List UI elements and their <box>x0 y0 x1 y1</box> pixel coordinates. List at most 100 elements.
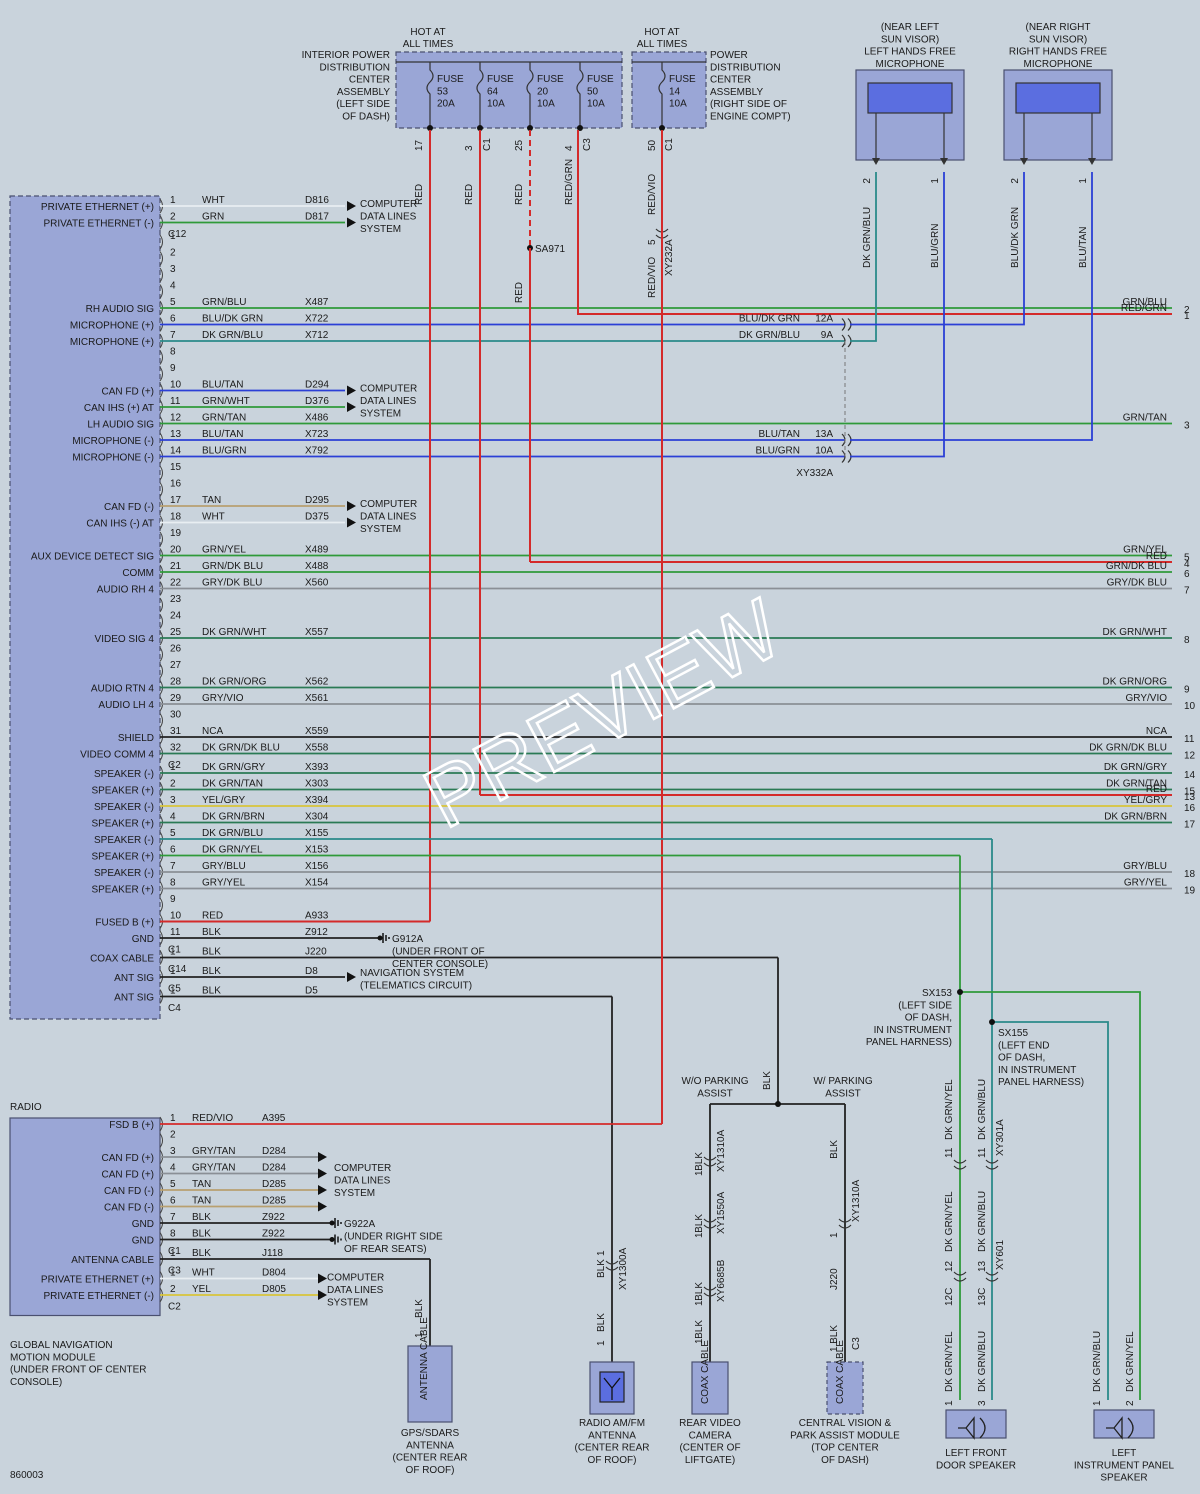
pin-number: 10 <box>170 911 182 922</box>
gnmm-name: MOTION MODULE <box>10 1352 96 1363</box>
fuse-pin: 4 <box>564 145 575 151</box>
wire-color-label: DK GRN/BRN <box>202 812 265 823</box>
gps-antenna-name: OF ROOF) <box>406 1465 455 1476</box>
mic_left-title: LEFT HANDS FREE <box>864 47 956 58</box>
central-vision-name: CENTRAL VISION & <box>799 1418 892 1429</box>
computer-data-lines-label: DATA LINES <box>360 212 417 223</box>
pin-number: 9 <box>170 363 176 374</box>
antenna-icon <box>603 1377 621 1400</box>
pin-bracket <box>159 366 163 382</box>
radio-pin-function: AUDIO RH 4 <box>97 585 155 596</box>
inline-connector-label: XY332A <box>796 468 833 479</box>
wire-color-label: GRN/DK BLU <box>202 561 263 572</box>
fuse-pin: 50 <box>647 139 658 151</box>
pin-number: 4 <box>170 1163 176 1174</box>
pin-arrow-icon <box>1020 158 1028 165</box>
wire-color-label: BLK <box>192 1229 211 1240</box>
pin-number: 8 <box>170 347 176 358</box>
circuit-label: Z912 <box>305 927 328 938</box>
pin-number: 6 <box>170 845 176 856</box>
inline-connector-icon <box>985 1271 999 1282</box>
fuse-label: FUSE <box>487 74 514 85</box>
left_front_speaker <box>945 1409 1007 1439</box>
fuse-icon <box>426 62 434 128</box>
circuit-label: D805 <box>262 1284 286 1295</box>
fuse-connector: C1 <box>664 138 675 151</box>
without-parking-assist-label: ASSIST <box>697 1088 733 1099</box>
speaker-icon <box>1106 1416 1134 1440</box>
navigation-system-label: NAVIGATION SYSTEM <box>360 968 464 979</box>
left_ip_speaker-name: SPEAKER <box>1100 1473 1147 1484</box>
pin-number: 3 <box>170 795 176 806</box>
arrow-icon <box>318 1290 327 1300</box>
wire-color-label: DK GRN/TAN <box>202 779 263 790</box>
circuit-label: D817 <box>305 212 329 223</box>
right-edge-wire-color: DK GRN/WHT <box>1103 627 1167 638</box>
pin-bracket <box>159 614 163 629</box>
fuse-terminal <box>427 125 433 131</box>
engine-pdc-name: DISTRIBUTION <box>710 62 781 73</box>
wire-color-label: BLK <box>202 927 221 938</box>
speaker-pin: 1 <box>1092 1400 1103 1406</box>
speaker-wire-color: DK GRN/YEL <box>944 1079 955 1140</box>
splice-sx153-label: IN INSTRUMENT <box>874 1025 952 1036</box>
radio-module <box>9 195 161 1020</box>
pin-number: 7 <box>170 861 176 872</box>
pin-number: 24 <box>170 611 182 622</box>
wire-dk-grn-blu-mic <box>850 172 877 342</box>
coax-pin: 1 <box>694 1338 705 1344</box>
wire-sx153-branch <box>960 991 1141 1400</box>
pin-bracket <box>159 713 163 728</box>
wire-color-label: GRY/VIO <box>202 693 244 704</box>
pin-number: 12 <box>170 413 182 424</box>
pin-number: 6 <box>170 314 176 325</box>
fuse-terminal <box>659 125 665 131</box>
speaker-wire-color: DK GRN/BLU <box>977 1331 988 1392</box>
fuse-wire-color: RED <box>514 184 525 205</box>
arrow-icon <box>318 1168 327 1179</box>
wire-color-label: GRN/TAN <box>202 413 246 424</box>
fuse-label: FUSE <box>537 74 564 85</box>
circuit-label: D284 <box>262 1146 286 1157</box>
inline-wire-color: RED/VIO <box>647 257 658 298</box>
pin-number: 1 <box>170 1248 176 1259</box>
pin-number: 11 <box>170 927 181 938</box>
fuse-connector: C1 <box>482 138 493 151</box>
coax-pin: 1 <box>829 1346 840 1352</box>
circuit-label: X489 <box>305 545 329 556</box>
wire-color-label: BLK <box>202 966 221 977</box>
radio-pin-function: SPEAKER (-) <box>94 835 154 846</box>
radio-pin-function: CAN IHS (+) AT <box>84 403 154 414</box>
circuit-label: X562 <box>305 677 329 688</box>
fuse-label: 10A <box>669 99 687 110</box>
interior-pdc-name: ASSEMBLY <box>337 87 390 98</box>
central-vision-module <box>826 1361 864 1415</box>
right-edge-wire-color: RED <box>1146 551 1167 562</box>
circuit-label: X559 <box>305 726 329 737</box>
right-edge-wire-color: RED <box>1146 784 1167 795</box>
diagram-id: 860003 <box>10 1470 44 1481</box>
wire-color-label: GRY/TAN <box>192 1163 236 1174</box>
fuse-terminal <box>577 125 583 131</box>
computer-data-lines-label: DATA LINES <box>360 396 417 407</box>
radio-pin-function: SPEAKER (-) <box>94 769 154 780</box>
pin-bracket <box>159 284 163 299</box>
wire-color-label: DK GRN/YEL <box>202 845 263 856</box>
inline-connector-icon <box>703 1156 717 1167</box>
gnmm-pin-function: CAN FD (-) <box>104 1203 154 1214</box>
right-edge-pin: 15 <box>1184 787 1196 798</box>
fuse-label: 14 <box>669 86 681 97</box>
left_ip_speaker-name: LEFT <box>1112 1448 1136 1459</box>
mic_right-title: SUN VISOR) <box>1029 34 1087 45</box>
circuit-label: X303 <box>305 779 329 790</box>
wire-color-label: BLU/DK GRN <box>202 314 263 325</box>
computer-data-lines-label: SYSTEM <box>360 224 401 235</box>
pin-number: 1 <box>170 231 176 242</box>
mic_right-title: RIGHT HANDS FREE <box>1009 47 1107 58</box>
mic_right-element <box>1015 82 1101 114</box>
mic-wire-color: DK GRN/BLU <box>862 207 873 268</box>
speaker-pin: 3 <box>977 1400 988 1406</box>
pin-number: 11 <box>170 396 181 407</box>
